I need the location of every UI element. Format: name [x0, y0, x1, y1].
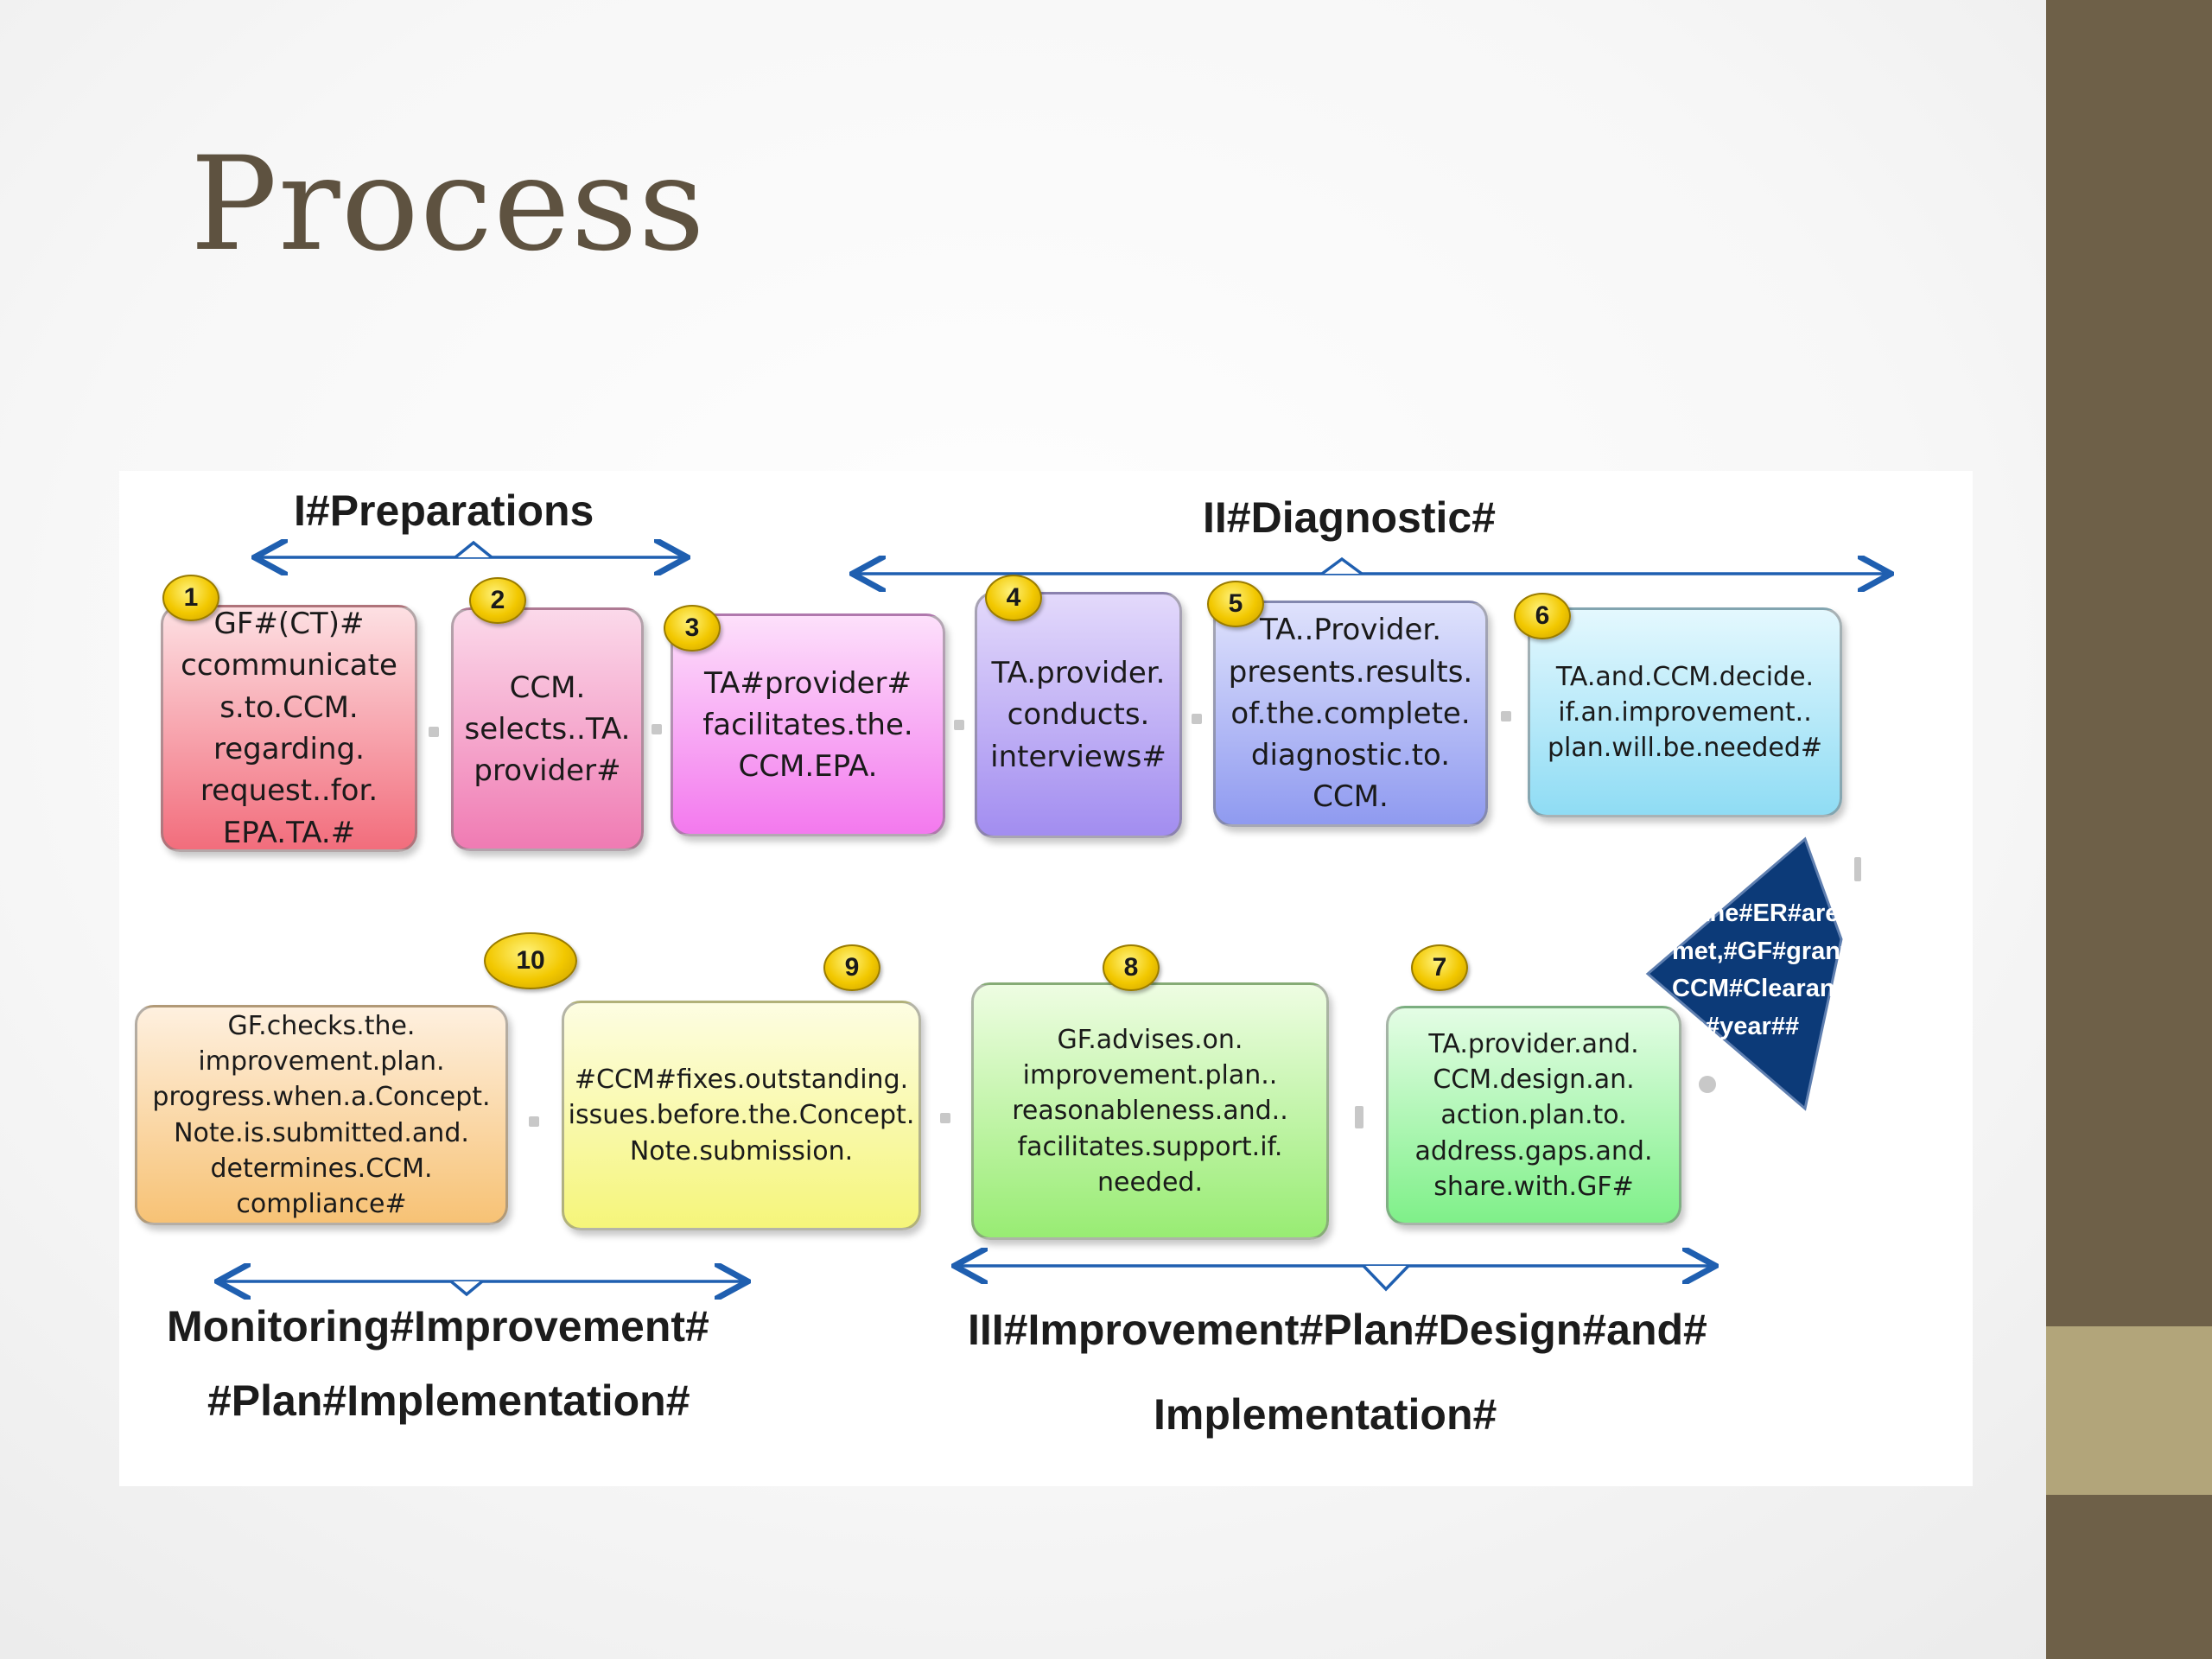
connector-dot [429, 727, 439, 737]
step-box-1: GF#(CT)# ccommunicate s.to.CCM. regardin… [161, 605, 417, 852]
step-box-9: #CCM#fixes.outstanding. issues.before.th… [562, 1001, 921, 1230]
connector-dot [529, 1116, 539, 1127]
section-label-monitoring-line2: #Plan#Implementation# [207, 1376, 690, 1425]
step-badge-7: 7 [1411, 944, 1468, 991]
connector-dot [940, 1113, 950, 1123]
connector-dot [1501, 711, 1511, 721]
step-box-10: GF.checks.the. improvement.plan. progres… [135, 1005, 508, 1225]
connector-dot [1192, 714, 1202, 724]
connector-dot [954, 720, 964, 730]
section-label-diagnostic: II#Diagnostic# [1203, 493, 1496, 542]
connector-dot [1355, 1106, 1363, 1128]
page-title: Process [190, 130, 706, 280]
section-label-monitoring: Monitoring#Improvement# [167, 1302, 709, 1351]
section-label-design: III#Improvement#Plan#Design#and# [968, 1306, 1707, 1354]
connector-dot [1854, 857, 1861, 881]
connector-dot [1699, 1076, 1716, 1093]
sidebar-accent [2046, 0, 2212, 1659]
step-box-2: CCM. selects..TA. provider# [451, 607, 644, 851]
step-box-4: TA.provider. conducts. interviews# [975, 592, 1182, 838]
step-badge-4: 4 [985, 575, 1042, 621]
step-badge-8: 8 [1103, 944, 1160, 991]
sidebar-accent-band [2046, 1326, 2212, 1495]
step-badge-2: 2 [469, 577, 526, 624]
step-badge-3: 3 [664, 605, 721, 652]
step-box-6: TA.and.CCM.decide. if.an.improvement.. p… [1528, 607, 1842, 817]
decision-diamond [1645, 836, 1843, 1111]
section-label-design-line2: Implementation# [1154, 1390, 1497, 1439]
section-label-preparations: I#Preparations [294, 486, 594, 535]
step-badge-5: 5 [1207, 581, 1264, 627]
step-box-7: TA.provider.and. CCM.design.an. action.p… [1386, 1006, 1681, 1225]
step-badge-1: 1 [162, 575, 219, 621]
step-badge-6: 6 [1514, 593, 1571, 639]
step-badge-9: 9 [823, 944, 880, 991]
step-box-3: TA#provider# facilitates.the. CCM.EPA. [671, 613, 945, 836]
step-badge-10: 10 [484, 932, 577, 989]
step-box-8: GF.advises.on. improvement.plan.. reason… [971, 982, 1329, 1240]
step-box-5: TA..Provider. presents.results. of.the.c… [1213, 601, 1488, 827]
decision-diamond-text: If#the#ER#are# met,#GF#grants#the# CCM#C… [1672, 899, 1929, 1040]
connector-dot [652, 724, 662, 734]
